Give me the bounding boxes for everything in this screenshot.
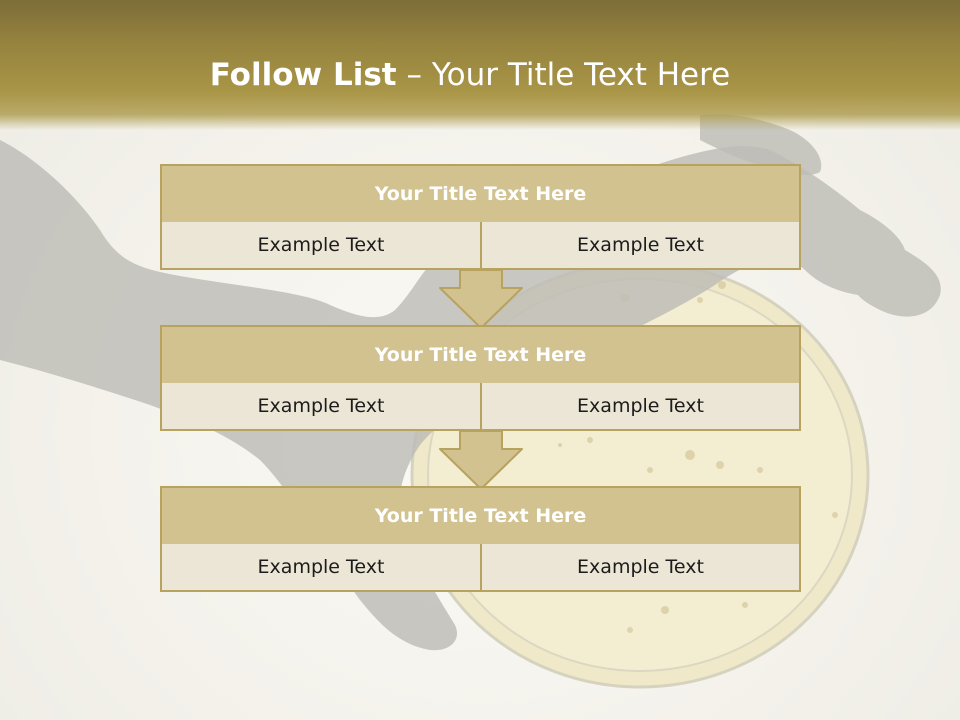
title-bold: Follow List [209, 57, 397, 93]
block-cell-right: Example Text [480, 383, 801, 431]
block-title: Your Title Text Here [160, 325, 801, 385]
block-title: Your Title Text Here [160, 164, 801, 224]
block-cell-left: Example Text [160, 544, 482, 592]
title-rest: – Your Title Text Here [396, 57, 731, 93]
block-cell-right: Example Text [480, 222, 801, 270]
header-band [0, 0, 960, 130]
page-title: Follow List – Your Title Text Here [0, 52, 940, 98]
block-cell-left: Example Text [160, 222, 482, 270]
block-cell-left: Example Text [160, 383, 482, 431]
down-arrow-icon [439, 270, 523, 329]
block-cell-right: Example Text [480, 544, 801, 592]
down-arrow-icon [439, 431, 523, 490]
block-title: Your Title Text Here [160, 486, 801, 546]
